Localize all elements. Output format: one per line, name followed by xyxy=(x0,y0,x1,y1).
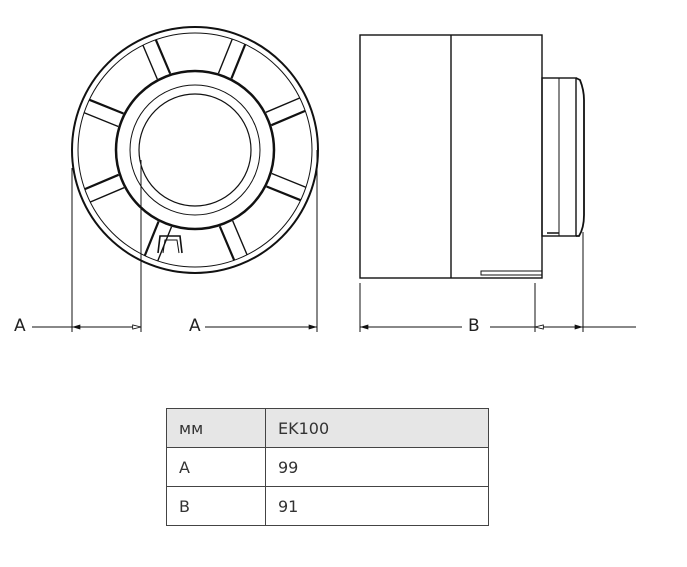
dimension-label-a-right: A xyxy=(187,316,203,336)
header-model: EK100 xyxy=(265,408,489,448)
row-label: B xyxy=(166,486,266,526)
rib-line xyxy=(143,221,160,257)
rib-line xyxy=(89,187,125,203)
rib-line xyxy=(232,220,248,256)
dimensions-table: мм EK100 A 99 B 91 xyxy=(166,408,489,526)
rib-line xyxy=(142,44,158,80)
rib-line xyxy=(266,185,302,202)
rib-line xyxy=(270,109,306,127)
rib-line xyxy=(265,97,301,113)
dimension-label-b: B xyxy=(466,316,482,336)
rib-line xyxy=(218,225,236,261)
rib-line xyxy=(83,112,119,128)
rib-line xyxy=(217,38,233,74)
side-dimensions xyxy=(359,232,636,332)
rib-line xyxy=(88,98,124,115)
front-dimensions xyxy=(32,150,318,332)
row-value: 91 xyxy=(265,486,489,526)
rib-line xyxy=(84,173,120,191)
rib-line xyxy=(271,172,307,188)
table-header-row: мм EK100 xyxy=(166,408,489,448)
row-label: A xyxy=(166,447,266,487)
dimension-label-a-left: A xyxy=(12,316,28,336)
row-value: 99 xyxy=(265,447,489,487)
rib-line xyxy=(154,39,172,75)
front-view xyxy=(71,26,319,274)
table-row: B 91 xyxy=(166,486,489,526)
table-row: A 99 xyxy=(166,447,489,487)
header-unit: мм xyxy=(166,408,266,448)
rib-line xyxy=(230,43,247,79)
side-view xyxy=(359,34,585,279)
